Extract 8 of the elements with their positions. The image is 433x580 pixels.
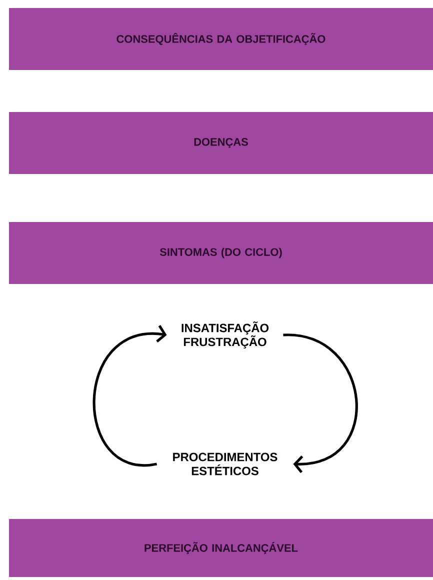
cycle-label: INSATISFAÇÃO FRUSTRAÇÃO bbox=[182, 321, 269, 349]
cycle-label: PROCEDIMENTOS ESTÉTICOS bbox=[173, 452, 278, 476]
band-box: SINTOMAS (DO CICLO) bbox=[9, 222, 433, 284]
cycle-arrow bbox=[92, 325, 167, 466]
cycle-arrow bbox=[283, 334, 358, 474]
band-box: DOENÇAS bbox=[9, 112, 433, 174]
band-box: PERFEIÇÃO INALCANÇÁVEL bbox=[9, 519, 433, 577]
band-box: CONSEQUÊNCIAS DA OBJETIFICAÇÃO bbox=[9, 8, 433, 70]
